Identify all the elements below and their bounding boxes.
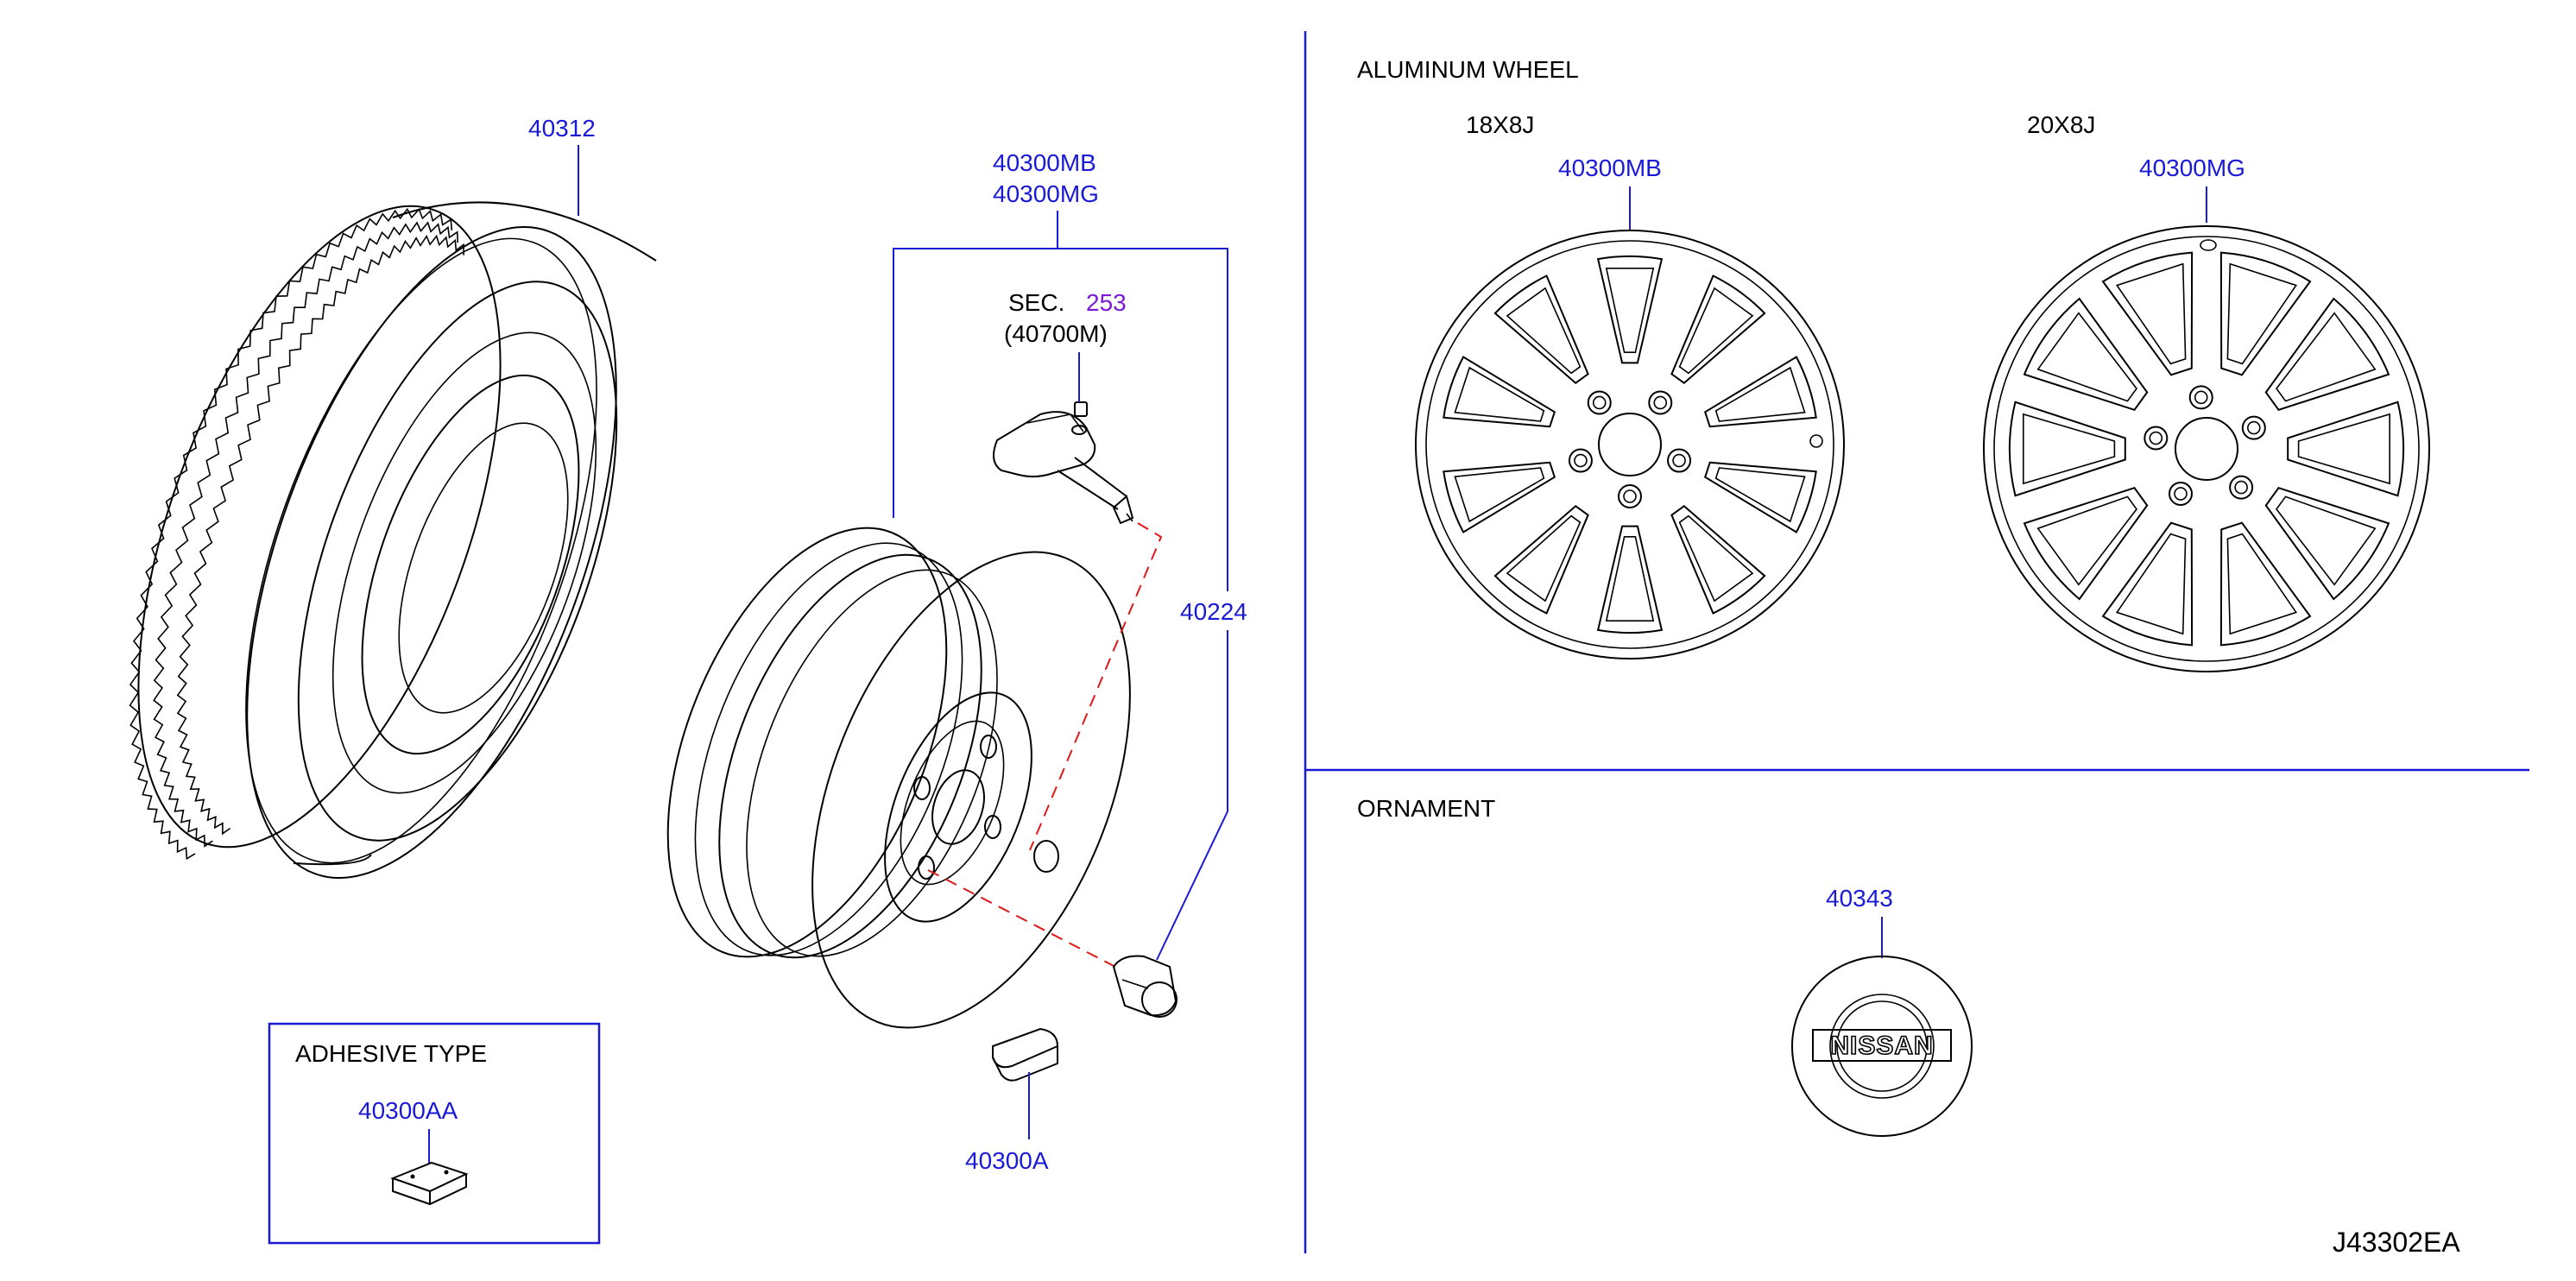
ornament-title: ORNAMENT: [1357, 795, 1495, 822]
nut-part-number[interactable]: 40224: [1180, 598, 1247, 625]
alloy-wheel-20-illustration: [1983, 225, 2430, 672]
alloy-20-part-number[interactable]: 40300MG: [2139, 155, 2245, 181]
size-20-label: 20X8J: [2027, 111, 2095, 138]
diagram-code: J43302EA: [2333, 1227, 2460, 1258]
clip-callout: 40300A: [965, 1072, 1049, 1174]
tpms-sensor-illustration: [993, 401, 1134, 525]
alloy-18-part-number[interactable]: 40300MB: [1558, 155, 1662, 181]
assembly-dashed-lines: [927, 522, 1163, 969]
ornament-part-number[interactable]: 40343: [1826, 885, 1893, 912]
sec-number[interactable]: 253: [1086, 289, 1127, 316]
wheel-callout: 40300MB 40300MG: [893, 149, 1228, 591]
sec-prefix: SEC.: [1008, 289, 1064, 316]
steel-wheel-illustration: [666, 527, 1131, 1029]
tire-illustration: [129, 201, 657, 879]
nut-callout: 40224: [1156, 598, 1247, 961]
wheel-nut-illustration: [1112, 955, 1178, 1018]
weight-clip-illustration: [992, 1027, 1059, 1082]
adhesive-title: ADHESIVE TYPE: [295, 1040, 487, 1067]
adhesive-type-box: ADHESIVE TYPE 40300AA: [268, 1022, 601, 1245]
aluminum-wheel-title: ALUMINUM WHEEL: [1357, 56, 1579, 83]
tire-callout: 40312: [528, 115, 596, 216]
sensor-part-number[interactable]: (40700M): [1004, 320, 1108, 347]
clip-part-number[interactable]: 40300A: [965, 1147, 1049, 1174]
ornament-emblem: NISSAN: [1791, 956, 1973, 1137]
tire-part-number[interactable]: 40312: [528, 115, 596, 142]
size-18-label: 18X8J: [1466, 111, 1534, 138]
wheel-part-number-mg[interactable]: 40300MG: [993, 180, 1099, 207]
adhesive-part-number[interactable]: 40300AA: [358, 1097, 458, 1124]
sensor-callout: SEC. 253 (40700M): [1004, 289, 1127, 402]
alloy-wheel-18-illustration: [1415, 230, 1845, 659]
wheel-part-number-mb[interactable]: 40300MB: [993, 149, 1096, 176]
ornament-logo-text: NISSAN: [1830, 1032, 1933, 1060]
